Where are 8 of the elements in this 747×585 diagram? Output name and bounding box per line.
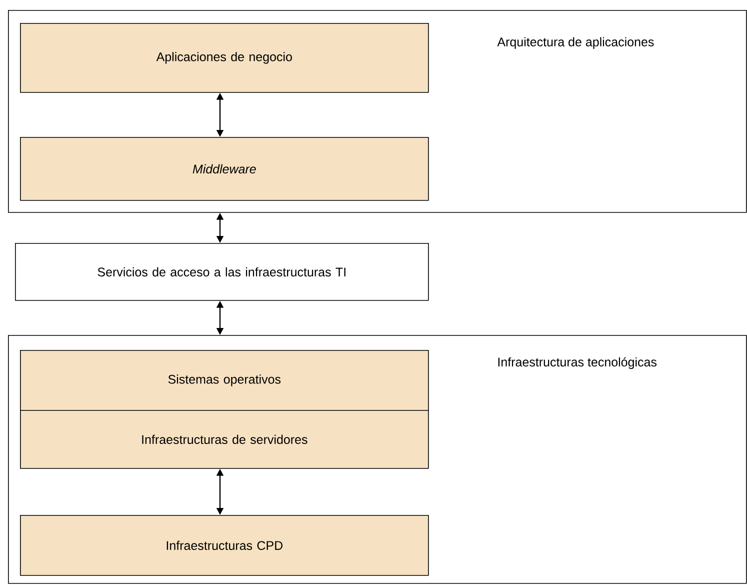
layer-box: Sistemas operativos: [20, 350, 429, 411]
heading: Arquitectura de aplicaciones: [497, 37, 654, 49]
layer-box: Aplicaciones de negocio: [20, 23, 429, 93]
layer-box: Middleware: [20, 137, 429, 201]
heading: Infraestructuras tecnológicas: [498, 357, 657, 369]
layer-box: Servicios de acceso a las infraestructuras TI: [15, 243, 429, 301]
layer-box: Infraestructuras de servidores: [20, 410, 429, 469]
layer-box: Infraestructuras CPD: [20, 515, 429, 576]
